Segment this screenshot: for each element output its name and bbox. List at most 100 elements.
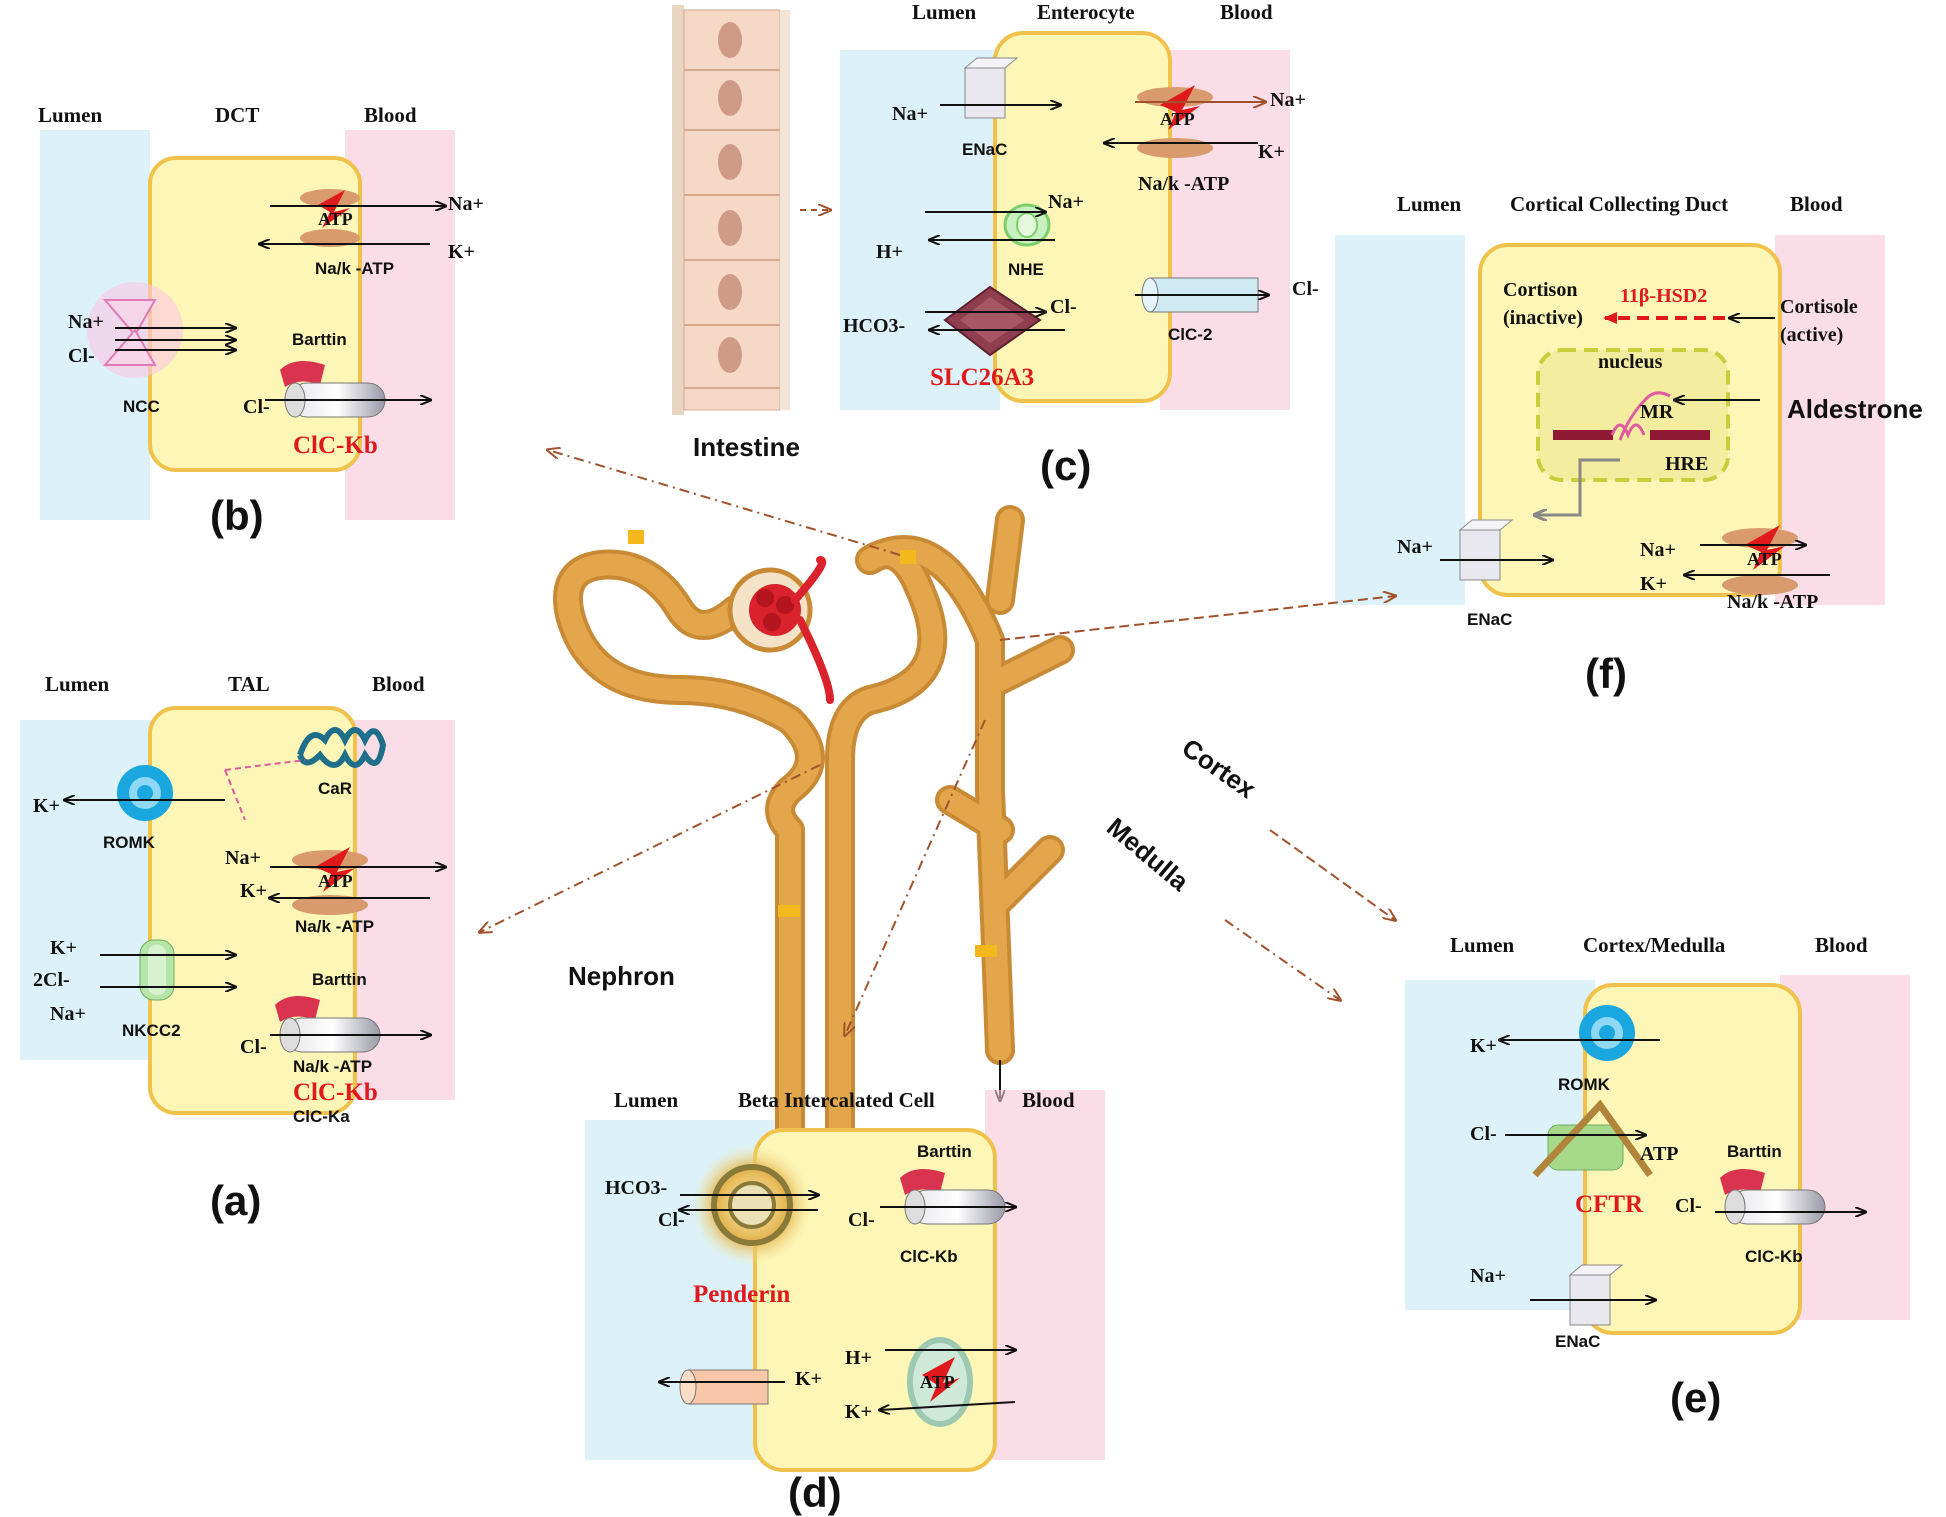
panel-d-caption: (d): [788, 1469, 842, 1516]
cl-label-clckb: Cl-: [1675, 1195, 1702, 1217]
k-label: K+: [448, 241, 475, 263]
lumen-header: Lumen: [1450, 933, 1515, 957]
h-k-atpase: ATP: [907, 1337, 973, 1427]
cl-label-slc: Cl-: [1050, 296, 1077, 318]
arrow-to-panel-a: [480, 764, 821, 932]
enac-label: ENaC: [962, 140, 1007, 159]
k-label-romk: K+: [1470, 1035, 1497, 1057]
k-label-channel: K+: [795, 1368, 822, 1390]
lumen-header: Lumen: [45, 672, 110, 696]
blood-band: [345, 130, 455, 520]
barttin-label: Barttin: [917, 1142, 972, 1161]
aldestrone-label: Aldestrone: [1787, 394, 1923, 424]
intestine-label: Intestine: [693, 432, 800, 462]
blood-band: [985, 1090, 1105, 1460]
cl-label-cftr: Cl-: [1470, 1123, 1497, 1145]
romk-channel: [117, 765, 173, 821]
atp-bolt-icon: [1160, 85, 1200, 130]
nak-atp-label: Na/k -ATP: [295, 917, 374, 936]
na-label-nhe: Na+: [1048, 191, 1084, 213]
na-k-atpase: ATP: [1722, 525, 1798, 595]
h-label: H+: [845, 1347, 872, 1369]
arrow-to-panel-b: [548, 450, 901, 556]
cell-header: DCT: [215, 103, 259, 127]
gene-activation-arrow: [1535, 458, 1620, 515]
na-label: Na+: [1470, 1265, 1506, 1287]
cell-header: Enterocyte: [1037, 0, 1135, 24]
k-label-pump: K+: [1640, 573, 1667, 595]
hre-label: HRE: [1665, 453, 1708, 475]
enac-label: ENaC: [1555, 1332, 1600, 1351]
atp-bolt-icon: [315, 847, 355, 892]
cl-label-ncc: Cl-: [68, 345, 95, 367]
nkcc2-label: NKCC2: [122, 1021, 181, 1040]
nak-atp-label-2: Na/k -ATP: [293, 1057, 372, 1076]
cortisole-active-label: (active): [1780, 324, 1843, 346]
k-label-pump: K+: [240, 880, 267, 902]
na-label-pump: Na+: [1640, 539, 1676, 561]
atp-label-cftr: ATP: [1640, 1143, 1679, 1165]
na-k-atpase: ATP: [300, 189, 360, 247]
cell-header: TAL: [228, 672, 270, 696]
penderin-label: Penderin: [693, 1281, 790, 1308]
romk-label: ROMK: [103, 833, 156, 852]
clc-ka-label: ClC-Ka: [293, 1107, 350, 1126]
cell-header: Beta Intercalated Cell: [738, 1088, 935, 1112]
cortisole-label: Cortisole: [1780, 296, 1858, 318]
hco3-label: HCO3-: [605, 1177, 667, 1199]
clc2-label: ClC-2: [1168, 325, 1212, 344]
hsd-label: 11β-HSD2: [1620, 285, 1707, 307]
panel-e-caption: (e): [1670, 1374, 1721, 1421]
blood-header: Blood: [364, 103, 417, 127]
blood-band: [1775, 235, 1885, 605]
car-label: CaR: [318, 779, 352, 798]
clc-kb-label: ClC-Kb: [293, 1079, 378, 1106]
blood-header: Blood: [1790, 192, 1843, 216]
lumen-header: Lumen: [38, 103, 103, 127]
k-label-romk: K+: [33, 795, 60, 817]
ncc-transporter: [87, 282, 183, 378]
clc-kb-label: ClC-Kb: [1745, 1247, 1803, 1266]
panel-f-caption: (f): [1585, 650, 1627, 697]
cortison-inactive-label: (inactive): [1503, 307, 1583, 329]
na-label: Na+: [1397, 536, 1433, 558]
cortex-label: Cortex: [1177, 732, 1262, 804]
nephron-illustration: [553, 505, 1075, 1405]
atp-label: ATP: [1160, 109, 1195, 129]
hco3-label: HCO3-: [843, 315, 905, 337]
blood-header: Blood: [1220, 0, 1273, 24]
enac-channel: [963, 57, 1019, 119]
panel-b-dct: Lumen DCT Blood ATP Na+ K+ Na/k -ATP Na+…: [38, 103, 484, 539]
medulla-label: Medulla: [1101, 812, 1195, 898]
lumen-header: Lumen: [614, 1088, 679, 1112]
clc-kb-channel: [900, 1169, 1006, 1225]
k-label-pump: K+: [1258, 141, 1285, 163]
na-label: Na+: [892, 103, 928, 125]
cl-label-clc2: Cl-: [1292, 278, 1319, 300]
romk-channel: [1579, 1005, 1635, 1061]
lumen-band: [1335, 235, 1465, 605]
barttin-label: Barttin: [292, 330, 347, 349]
clc-kb-channel: [1720, 1169, 1826, 1225]
na-label-nkcc: Na+: [50, 1003, 86, 1025]
blood-header: Blood: [1022, 1088, 1075, 1112]
cftr-label: CFTR: [1575, 1191, 1644, 1218]
lumen-header: Lumen: [1397, 192, 1462, 216]
nak-atp-label: Na/k -ATP: [1138, 173, 1229, 195]
cftr-channel: [1532, 1099, 1653, 1178]
cell-header: Cortex/Medulla: [1583, 933, 1726, 957]
nephron-label: Nephron: [568, 961, 675, 991]
na-label: Na+: [448, 193, 484, 215]
glomerulus: [727, 556, 834, 704]
nak-atp-label: Na/k -ATP: [1727, 591, 1818, 613]
panel-c-caption: (c): [1040, 442, 1091, 489]
atp-bolt-icon: [1745, 525, 1785, 570]
panel-b-caption: (b): [210, 492, 264, 539]
panel-c-enterocyte: Intestine Lumen Enterocyte Blood Na+ ENa…: [672, 0, 1319, 489]
atp-label: ATP: [1747, 549, 1782, 569]
panel-d-beta-intercalated: Lumen Beta Intercalated Cell Blood HCO3-…: [585, 1088, 1105, 1516]
blood-header: Blood: [372, 672, 425, 696]
dna-hre: [1553, 391, 1710, 441]
blood-header: Blood: [1815, 933, 1868, 957]
